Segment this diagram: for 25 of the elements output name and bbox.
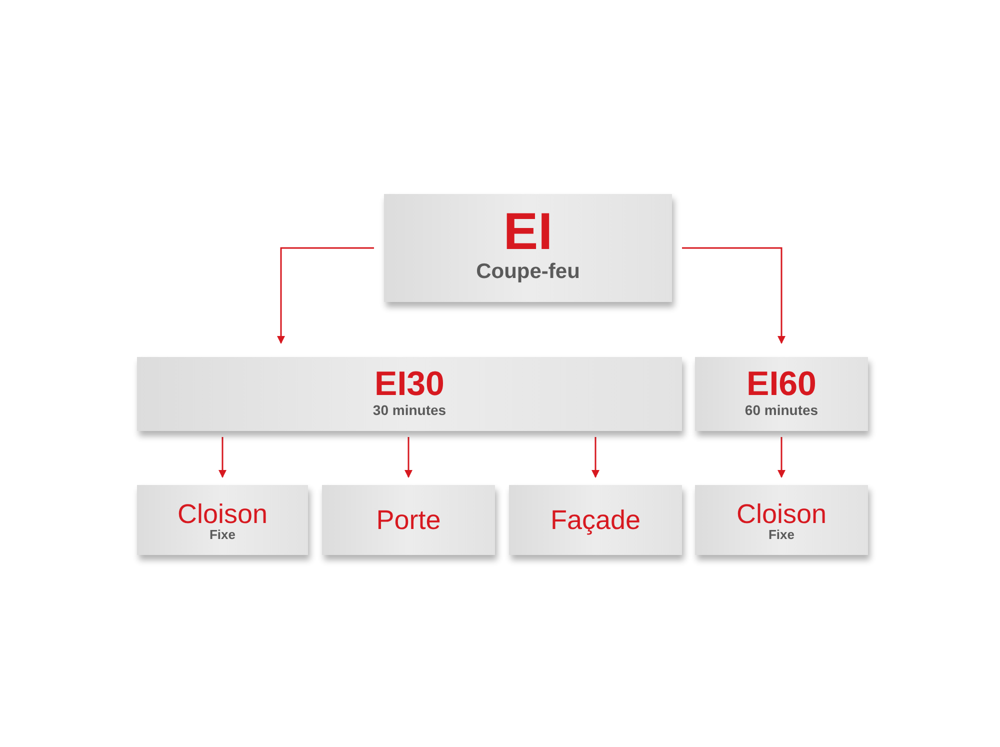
box-title: Cloison (177, 500, 268, 528)
box-title: Cloison (736, 500, 827, 528)
process-box (695, 485, 868, 555)
box-subtitle: 30 minutes (372, 400, 446, 420)
box-title: EI (503, 208, 553, 256)
process-box (322, 485, 495, 555)
arrow (592, 437, 600, 478)
process-box (137, 357, 682, 431)
process-box (695, 357, 868, 431)
arrow (404, 437, 412, 478)
box-subtitle: Coupe-feu (476, 259, 580, 286)
box-subtitle: Fixe (768, 528, 794, 540)
process-box (137, 485, 308, 555)
arrow (778, 437, 786, 478)
process-box (509, 485, 682, 555)
arrow (277, 247, 374, 344)
box-title: EI30 (374, 368, 444, 400)
box-title: Porte (376, 506, 441, 534)
box-title: Façade (550, 506, 641, 534)
box-subtitle: Fixe (209, 528, 236, 540)
arrow (218, 437, 226, 478)
process-box (384, 194, 672, 302)
box-subtitle: 60 minutes (744, 400, 818, 420)
arrow (682, 247, 786, 344)
box-title: EI60 (746, 368, 816, 400)
